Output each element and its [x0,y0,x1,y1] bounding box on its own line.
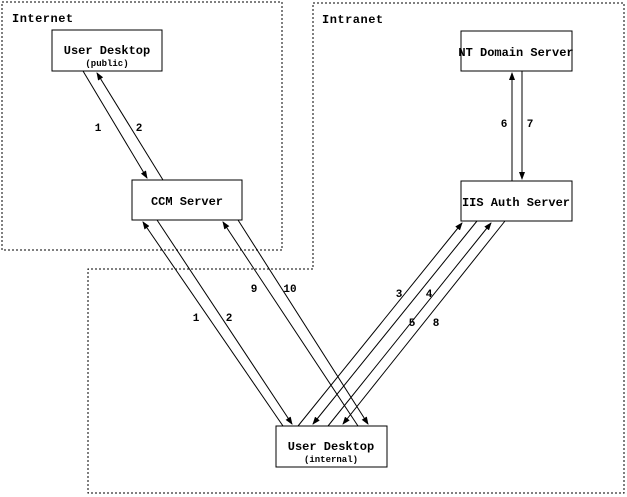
edge-9-internal-desktop-to-ccm [222,221,359,427]
node-user-desktop-internal: User Desktop (internal) [275,425,388,468]
internet-zone-label: Internet [12,12,74,26]
user-desktop-public-title: User Desktop [64,44,150,58]
edge-5-internal-desktop-to-iis [327,222,492,427]
edge-10-ccm-to-internal-desktop [237,219,369,425]
iis-auth-server-box [460,180,573,222]
iis-auth-server-title: IIS Auth Server [462,196,570,210]
edge-3-internal-desktop-to-iis [297,222,463,427]
edge-8-iis-to-internal-desktop [342,220,506,425]
edge-1-public-desktop-to-ccm [82,70,148,179]
edge-1-internal-desktop-to-ccm [142,221,284,427]
user-desktop-internal-title: User Desktop [288,440,374,454]
edge-label-1: 1 [95,123,102,135]
nt-domain-server-box [460,30,573,72]
node-user-desktop-public: User Desktop (public) [51,29,163,72]
node-nt-domain-server: NT Domain Server [458,30,574,72]
internet-zone-border [1,1,283,251]
intranet-zone-border [87,2,625,494]
edge-label-5: 5 [409,318,416,330]
edge-2-ccm-to-public-desktop [96,72,164,181]
edge-label-2: 2 [136,123,143,135]
edge-4-iis-to-internal-desktop [312,220,478,425]
edge-label-1b: 1 [193,313,200,325]
user-desktop-public-box [51,29,163,72]
edge-label-9: 9 [251,284,258,296]
user-desktop-internal-subtitle: (internal) [304,455,358,465]
node-iis-auth-server: IIS Auth Server [460,180,573,222]
user-desktop-public-subtitle: (public) [85,59,128,69]
edge-label-10: 10 [283,284,296,296]
edge-2-ccm-to-internal-desktop [156,219,293,425]
nt-domain-server-title: NT Domain Server [458,46,573,60]
edge-label-8: 8 [433,318,440,330]
user-desktop-internal-box [275,425,388,468]
node-ccm-server: CCM Server [131,179,243,221]
edge-label-3: 3 [396,289,403,301]
edge-label-7: 7 [527,119,534,131]
ccm-server-box [131,179,243,221]
edge-label-4: 4 [426,289,433,301]
ccm-server-title: CCM Server [151,195,223,209]
edge-label-2b: 2 [226,313,233,325]
intranet-zone-label: Intranet [322,13,384,27]
edge-label-6: 6 [501,119,508,131]
